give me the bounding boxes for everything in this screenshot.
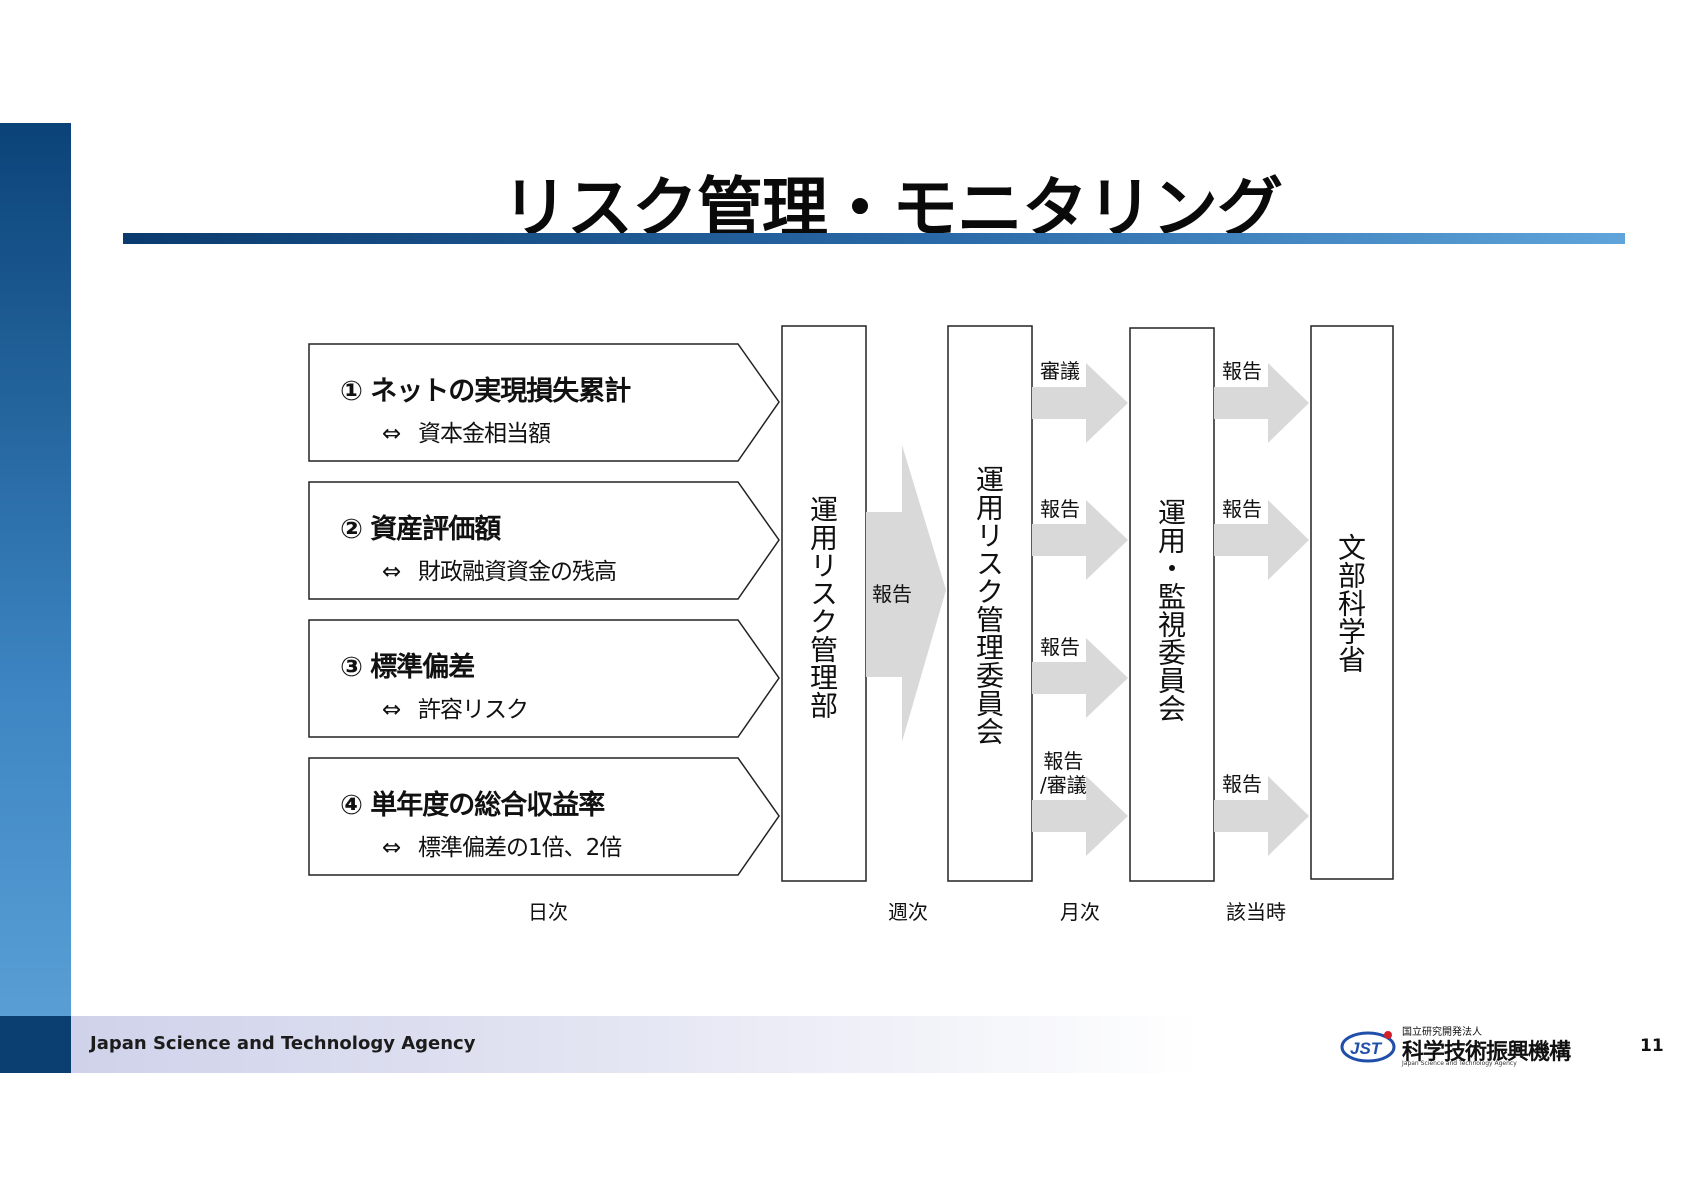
double-arrow-icon: ⇔	[382, 835, 401, 861]
freq-asneeded: 該当時	[1226, 900, 1286, 924]
item-4-sub: ⇔ 標準偏差の1倍、2倍	[340, 828, 780, 862]
item-3-sub-text: 許容リスク	[418, 697, 529, 723]
double-arrow-icon: ⇔	[382, 559, 401, 585]
footer-band	[71, 1016, 1201, 1073]
box-committee2	[1129, 327, 1215, 882]
arrow-c2-3	[1214, 776, 1309, 856]
item-box-4	[308, 757, 780, 876]
jst-logo: JST 国立研究開発法人 科学技術振興機構 Japan Science and …	[1340, 1020, 1600, 1068]
logo-en-text: Japan Science and Technology Agency	[1402, 1060, 1517, 1067]
box-ministry-label: 文部科学省	[1334, 533, 1367, 673]
item-2-main: ② 資産評価額	[340, 514, 501, 545]
freq-weekly: 週次	[888, 900, 928, 924]
logo-small-text: 国立研究開発法人	[1402, 1027, 1482, 1038]
item-3-sub: ⇔ 許容リスク	[340, 690, 780, 724]
arrow-c2-2	[1214, 500, 1309, 580]
item-2-sub: ⇔ 財政融資資金の残高	[340, 552, 780, 586]
big-arrow	[866, 445, 946, 742]
arrow-c2-1	[1214, 363, 1309, 443]
box-committee2-label: 運用・監視委員会	[1154, 498, 1187, 722]
item-2: ② 資産評価額 ⇔ 財政融資資金の残高	[340, 507, 780, 586]
item-1-sub-text: 資本金相当額	[418, 421, 551, 447]
arrow-c1-4	[1032, 776, 1128, 856]
box-committee1-label: 運用リスク管理委員会	[972, 465, 1005, 745]
item-2-sub-text: 財政融資資金の残高	[418, 559, 617, 585]
item-box-1	[308, 343, 780, 462]
jst-logo-mark-text: JST	[1350, 1039, 1383, 1058]
freq-daily: 日次	[528, 900, 568, 924]
side-accent-bar-footer	[0, 1016, 71, 1073]
item-3-main: ③ 標準偏差	[340, 652, 475, 683]
item-box-2	[308, 481, 780, 600]
box-dept-label: 運用リスク管理部	[806, 495, 839, 719]
jst-logo-icon: JST	[1340, 1031, 1396, 1063]
arrow-c1-3-label: 報告	[1040, 635, 1080, 659]
title-underline	[123, 233, 1625, 244]
page-number: 11	[1640, 1036, 1664, 1056]
item-3: ③ 標準偏差 ⇔ 許容リスク	[340, 645, 780, 724]
box-ministry	[1310, 325, 1394, 880]
item-1-sub: ⇔ 資本金相当額	[340, 414, 780, 448]
freq-monthly: 月次	[1060, 900, 1100, 924]
item-4: ④ 単年度の総合収益率 ⇔ 標準偏差の1倍、2倍	[340, 783, 780, 862]
item-4-main: ④ 単年度の総合収益率	[340, 790, 605, 821]
item-box-3	[308, 619, 780, 738]
item-1: ① ネットの実現損失累計 ⇔ 資本金相当額	[340, 369, 780, 448]
arrow-c1-2-label: 報告	[1040, 497, 1080, 521]
big-arrow-label: 報告	[872, 582, 912, 606]
arrow-c2-2-label: 報告	[1222, 497, 1262, 521]
logo-jp-text: 科学技術振興機構	[1402, 1040, 1571, 1065]
item-4-sub-text: 標準偏差の1倍、2倍	[418, 835, 622, 861]
double-arrow-icon: ⇔	[382, 421, 401, 447]
arrow-c2-1-label: 報告	[1222, 359, 1262, 383]
arrow-c1-1-label: 審議	[1040, 359, 1080, 383]
box-dept	[781, 325, 867, 882]
arrow-c1-3	[1032, 638, 1128, 718]
arrow-c1-2	[1032, 500, 1128, 580]
footer-agency-name: Japan Science and Technology Agency	[90, 1033, 476, 1054]
item-1-main: ① ネットの実現損失累計	[340, 376, 631, 407]
double-arrow-icon: ⇔	[382, 697, 401, 723]
arrow-c1-4-label: 報告 /審議	[1040, 749, 1087, 797]
box-committee1	[947, 325, 1033, 882]
arrow-c1-1	[1032, 363, 1128, 443]
side-accent-bar	[0, 123, 71, 1073]
arrow-c2-3-label: 報告	[1222, 772, 1262, 796]
